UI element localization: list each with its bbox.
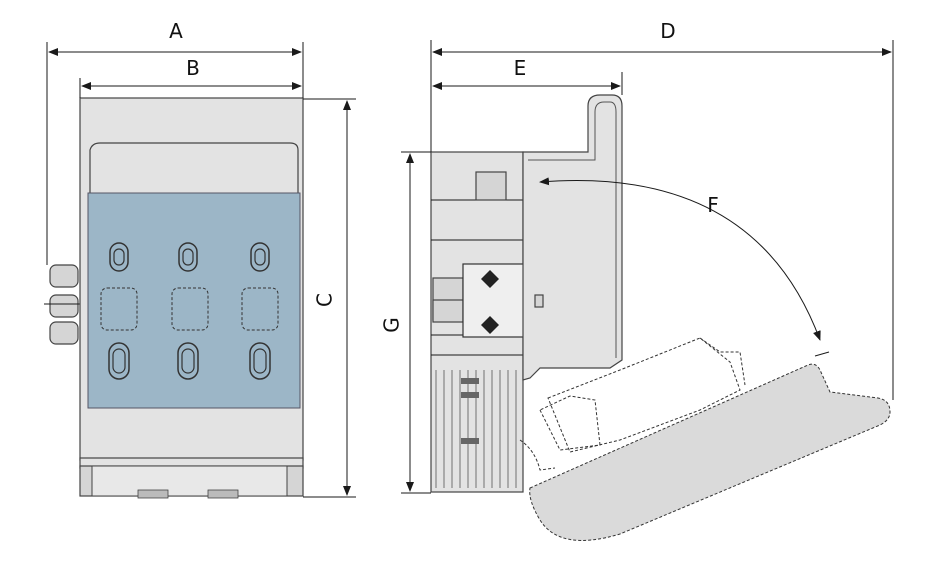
label-E: E (514, 56, 527, 80)
label-C: C (313, 293, 337, 307)
dimension-A: A (46, 19, 304, 265)
label-D: D (660, 19, 675, 43)
dimension-C: C (303, 98, 356, 498)
side-cover-open (519, 337, 891, 541)
front-base (79, 457, 304, 499)
dimension-E: E (432, 56, 623, 95)
top-lip (89, 142, 299, 196)
side-cover-closed (522, 94, 623, 381)
oval-markings-top (109, 242, 270, 272)
side-module (430, 151, 526, 493)
cover-plate (87, 192, 301, 409)
label-G: G (380, 317, 404, 333)
dashed-squares (100, 287, 279, 331)
dimension-B: B (79, 56, 302, 98)
label-F: F (707, 193, 719, 217)
label-B: B (186, 56, 200, 80)
oval-markings-bottom (108, 342, 271, 380)
side-view: F D E G (380, 19, 894, 541)
front-view: A B C (44, 19, 356, 499)
label-A: A (169, 19, 183, 43)
dimension-G: G (380, 151, 431, 494)
left-terminals (44, 264, 80, 345)
dimension-F: F (539, 177, 830, 357)
dimension-D: D (430, 19, 894, 400)
